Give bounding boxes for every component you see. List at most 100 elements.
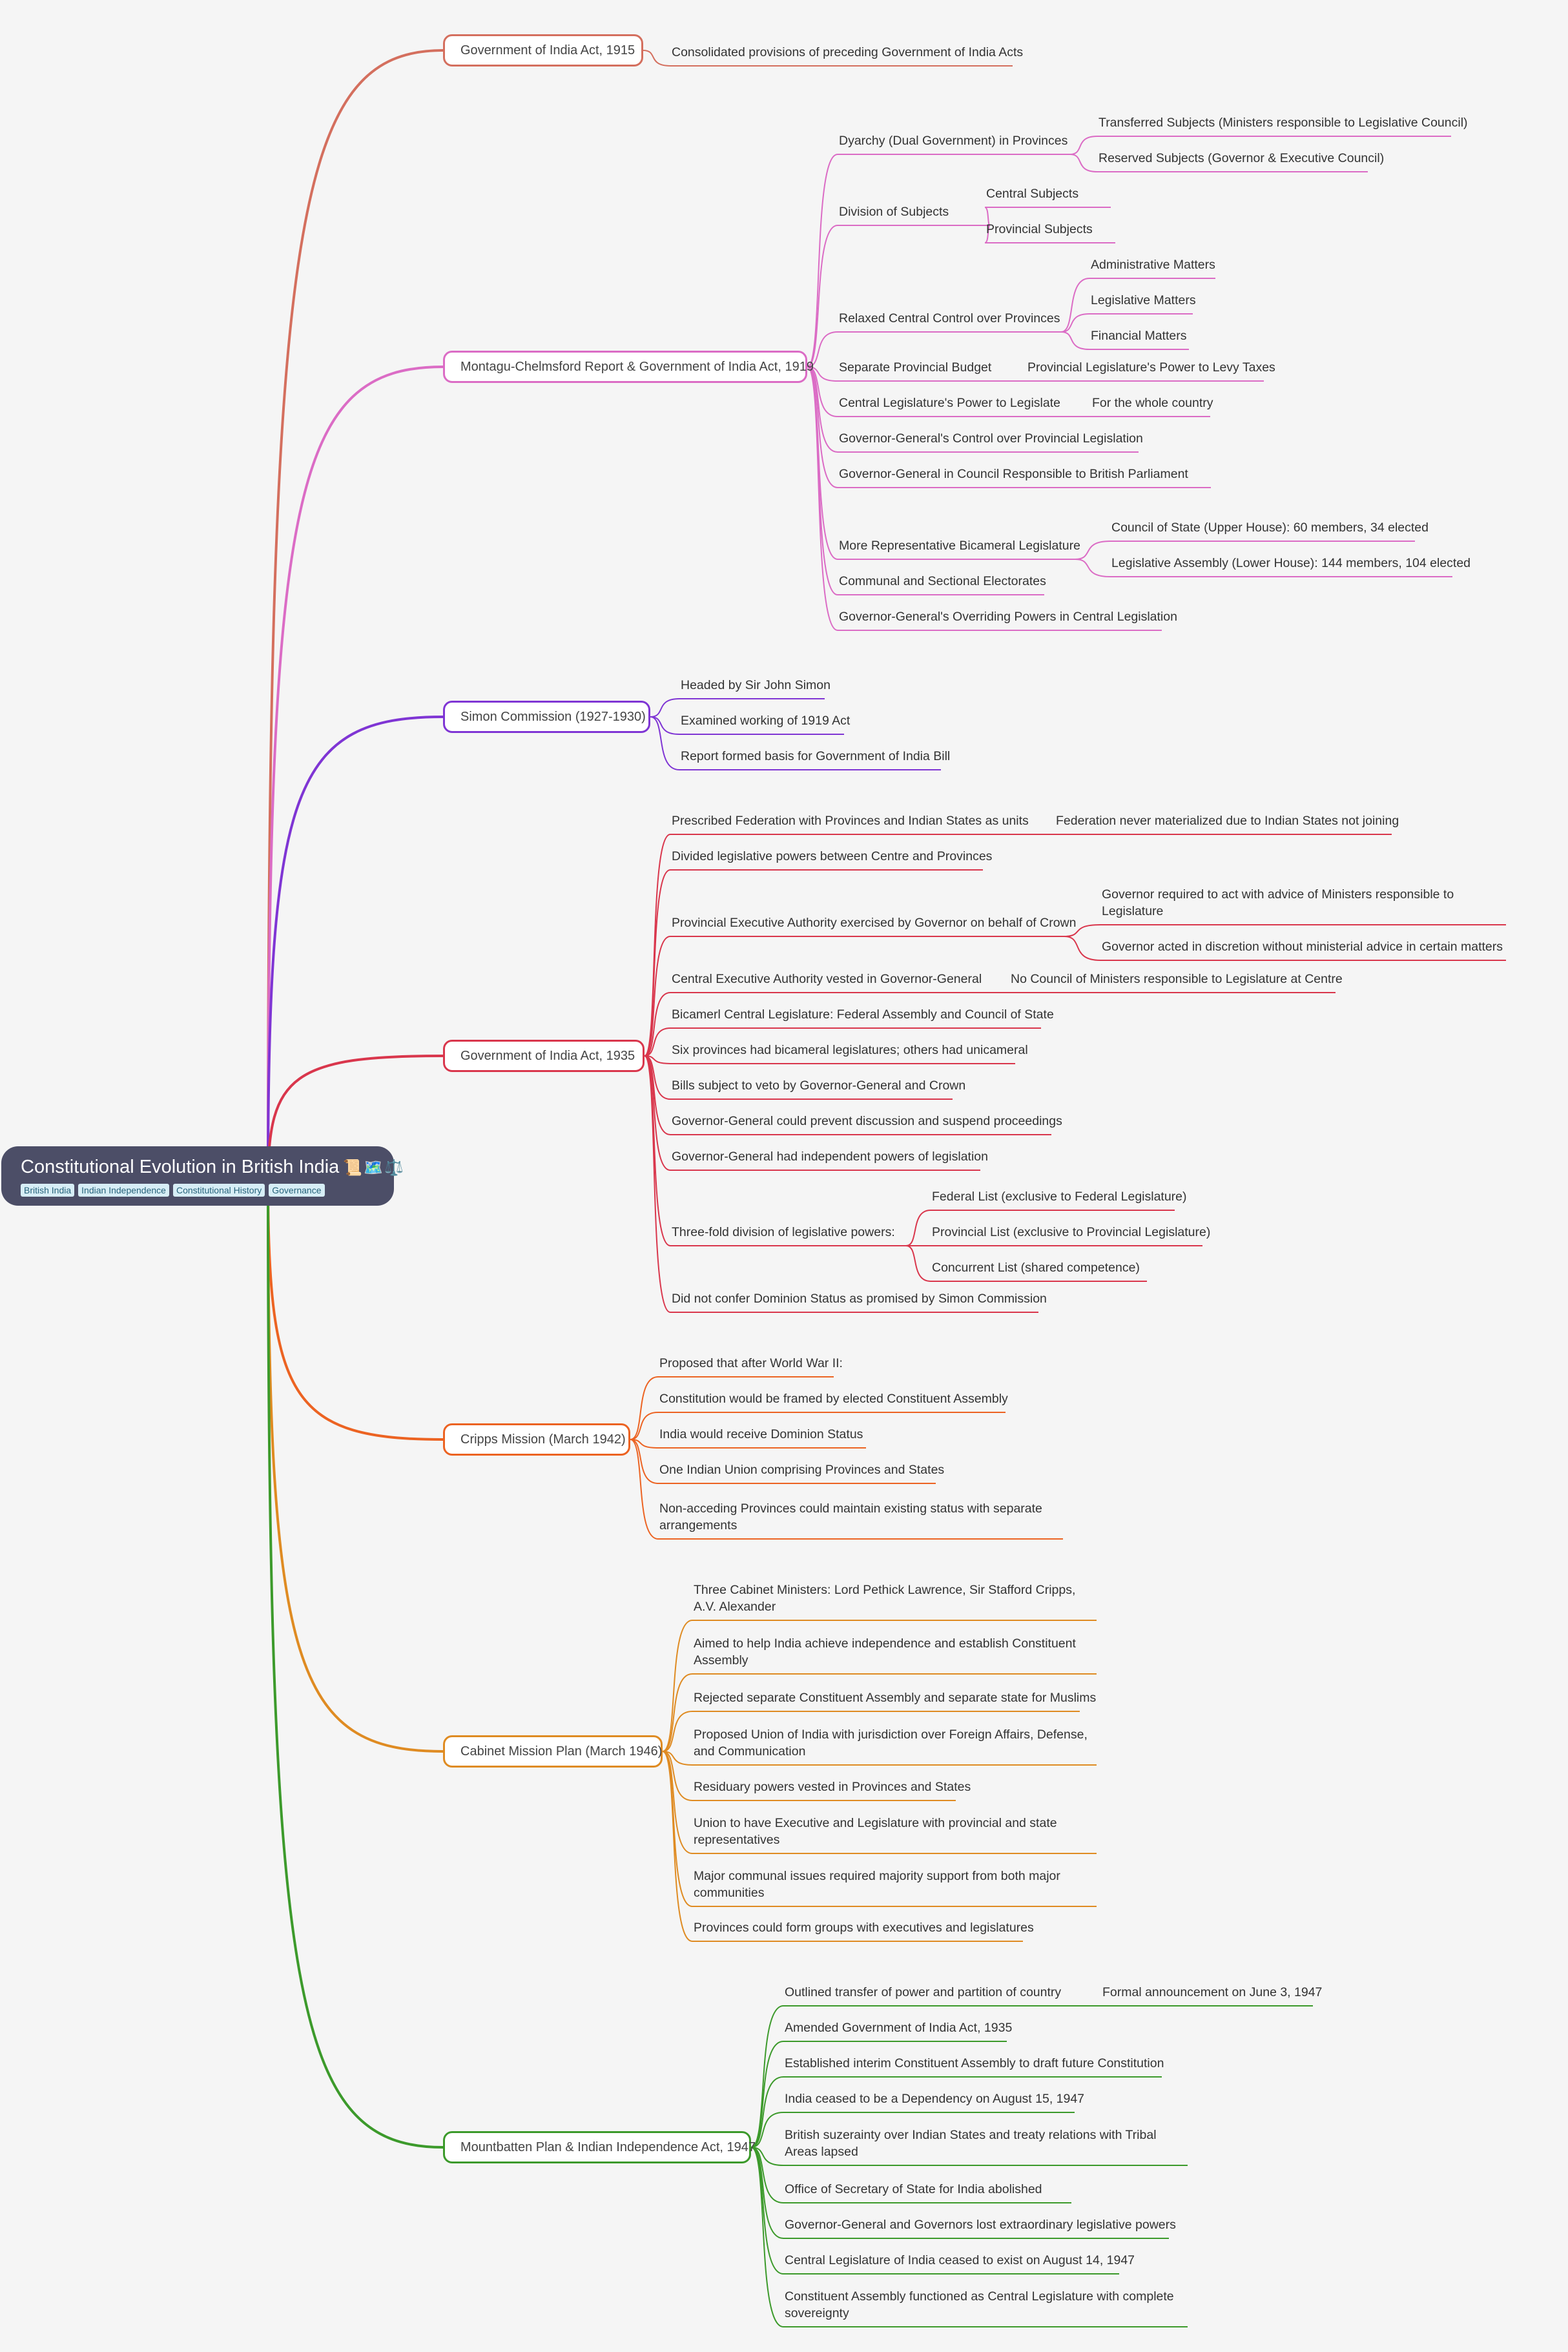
subtopic[interactable]: Outlined transfer of power and partition… [785,1985,1062,1999]
subtopic[interactable]: Governor-General had independent powers … [672,1150,988,1164]
subtopic-connector [630,1439,659,1484]
subtopic[interactable]: Governor-General and Governors lost extr… [785,2218,1176,2232]
branch-topic[interactable]: Mountbatten Plan & Indian Independence A… [443,2131,756,2163]
subtopic[interactable]: Amended Government of India Act, 1935 [785,2021,1013,2035]
subtopic[interactable]: Central Executive Authority vested in Go… [672,972,982,986]
subtopic[interactable]: More Representative Bicameral Legislatur… [839,539,1080,553]
subtopic[interactable]: Dyarchy (Dual Government) in Provinces [839,134,1068,148]
subtopic[interactable]: Divided legislative powers between Centr… [672,849,993,863]
subtopic[interactable]: Communal and Sectional Electorates [839,574,1046,588]
subtopic[interactable]: Bicamerl Central Legislature: Federal As… [672,1007,1054,1022]
subtopic[interactable]: Rejected separate Constituent Assembly a… [694,1691,1097,1705]
subtopic[interactable]: Established interim Constituent Assembly… [785,2056,1164,2070]
branch-topic[interactable]: Cripps Mission (March 1942) [443,1423,630,1456]
subtopic-connector [662,1751,693,1766]
subtopic[interactable]: Governor-General's Overriding Powers in … [839,610,1177,624]
subtopic[interactable]: Constitution would be framed by elected … [659,1392,1008,1406]
subtopic[interactable]: Division of Subjects [839,205,949,219]
subtopic[interactable]: Prescribed Federation with Provinces and… [672,814,1029,828]
subtopic[interactable]: Headed by Sir John Simon [681,678,830,692]
detail-connector [1069,136,1098,155]
subtopic-connector [750,2147,784,2275]
subtopic[interactable]: Provinces could form groups with executi… [694,1921,1034,1935]
branch-topic[interactable]: Montagu-Chelmsford Report & Government o… [443,351,814,383]
subtopic[interactable]: Governor-General could prevent discussio… [672,1114,1062,1128]
detail-connector [1075,559,1111,577]
subtopic-connector [650,716,680,770]
subtopic[interactable]: Major communal issues required majority … [694,1869,1060,1900]
detail-topic[interactable]: Governor required to act with advice of … [1102,887,1454,918]
subtopic[interactable]: Office of Secretary of State for India a… [785,2182,1042,2196]
detail-topic[interactable]: Federation never materialized due to Ind… [1056,814,1399,828]
subtopic[interactable]: Non-acceding Provinces could maintain ex… [659,1501,1042,1532]
subtopic[interactable]: Three Cabinet Ministers: Lord Pethick La… [694,1583,1076,1614]
subtopic[interactable]: Three-fold division of legislative power… [672,1225,895,1239]
detail-topic[interactable]: Provincial Subjects [986,222,1093,236]
subtopic[interactable]: Did not confer Dominion Status as promis… [672,1292,1047,1306]
branch-connector [267,366,444,1182]
subtopic[interactable]: British suzerainty over Indian States an… [785,2128,1157,2159]
subtopic[interactable]: Proposed Union of India with jurisdictio… [694,1728,1088,1759]
tag-constitutional-history[interactable]: Constitutional History [172,1184,265,1197]
subtopic[interactable]: Central Legislature of India ceased to e… [785,2253,1135,2267]
subtopic[interactable]: Proposed that after World War II: [659,1356,843,1370]
subtopic-connector [644,1055,671,1064]
subtopic[interactable]: Examined working of 1919 Act [681,714,851,728]
subtopic[interactable]: Central Legislature's Power to Legislate [839,396,1060,410]
detail-topic[interactable]: Legislative Assembly (Lower House): 144 … [1111,556,1471,570]
subtopic-connector [750,2147,784,2166]
detail-topic[interactable]: Formal announcement on June 3, 1947 [1102,1985,1323,1999]
subtopic[interactable]: Residuary powers vested in Provinces and… [694,1780,971,1794]
subtopic[interactable]: Consolidated provisions of preceding Gov… [672,45,1024,59]
subtopic[interactable]: Provincial Executive Authority exercised… [672,916,1077,930]
subtopic-connector [630,1412,659,1440]
subtopic-connector [807,154,838,367]
branch-topic[interactable]: Simon Commission (1927-1930) [443,701,650,733]
branch-topic[interactable]: Government of India Act, 1935 [443,1040,645,1072]
subtopic[interactable]: Union to have Executive and Legislature … [694,1816,1057,1847]
detail-topic[interactable]: Legislative Matters [1091,293,1196,307]
subtopic[interactable]: Aimed to help India achieve independence… [694,1636,1076,1667]
subtopic[interactable]: One Indian Union comprising Provinces an… [659,1463,945,1477]
subtopic-connector [662,1711,693,1752]
subtopic-connector [630,1376,659,1440]
subtopic[interactable]: India would receive Dominion Status [659,1427,863,1441]
detail-topic[interactable]: Administrative Matters [1091,258,1215,272]
branch-connector [267,1181,444,1441]
subtopic[interactable]: Six provinces had bicameral legislatures… [672,1043,1028,1057]
subtopic[interactable]: Report formed basis for Government of In… [681,749,951,763]
detail-topic[interactable]: Federal List (exclusive to Federal Legis… [932,1190,1187,1204]
subtopic-connector [807,225,838,367]
detail-topic[interactable]: Concurrent List (shared competence) [932,1261,1140,1275]
branch-topic[interactable]: Government of India Act, 1915 [443,34,643,67]
detail-topic[interactable]: For the whole country [1092,396,1213,410]
detail-topic[interactable]: Central Subjects [986,187,1079,201]
subtopic-connector [644,1027,671,1057]
subtopic-connector [630,1439,659,1540]
detail-topic[interactable]: Transferred Subjects (Ministers responsi… [1099,116,1468,130]
tag-british-india[interactable]: British India [21,1184,75,1197]
subtopic-connector [644,992,671,1057]
branch-topic[interactable]: Cabinet Mission Plan (March 1946) [443,1735,663,1768]
detail-topic[interactable]: Provincial Legislature's Power to Levy T… [1027,360,1275,375]
tag-governance[interactable]: Governance [269,1184,325,1197]
root-topic[interactable]: Constitutional Evolution in British Indi… [1,1146,404,1206]
subtopic-connector [662,1673,693,1752]
subtopic[interactable]: Bills subject to veto by Governor-Genera… [672,1078,966,1093]
detail-topic[interactable]: Financial Matters [1091,329,1187,343]
subtopic[interactable]: India ceased to be a Dependency on Augus… [785,2092,1085,2106]
subtopic[interactable]: Constituent Assembly functioned as Centr… [785,2289,1174,2320]
subtopic-connector [644,869,671,1057]
detail-topic[interactable]: Reserved Subjects (Governor & Executive … [1099,151,1385,165]
detail-topic[interactable]: Provincial List (exclusive to Provincial… [932,1225,1211,1239]
root-emoji: 📜🗺️⚖️ [343,1159,405,1177]
subtopic[interactable]: Governor-General's Control over Provinci… [839,431,1143,446]
subtopic[interactable]: Governor-General in Council Responsible … [839,467,1188,481]
detail-topic[interactable]: Council of State (Upper House): 60 membe… [1111,521,1429,535]
subtopic[interactable]: Separate Provincial Budget [839,360,992,375]
tag-indian-independence[interactable]: Indian Independence [78,1184,169,1197]
subtopic-connector [662,1751,693,1801]
subtopic[interactable]: Relaxed Central Control over Provinces [839,311,1060,325]
detail-topic[interactable]: Governor acted in discretion without min… [1102,940,1503,954]
detail-topic[interactable]: No Council of Ministers responsible to L… [1011,972,1343,986]
